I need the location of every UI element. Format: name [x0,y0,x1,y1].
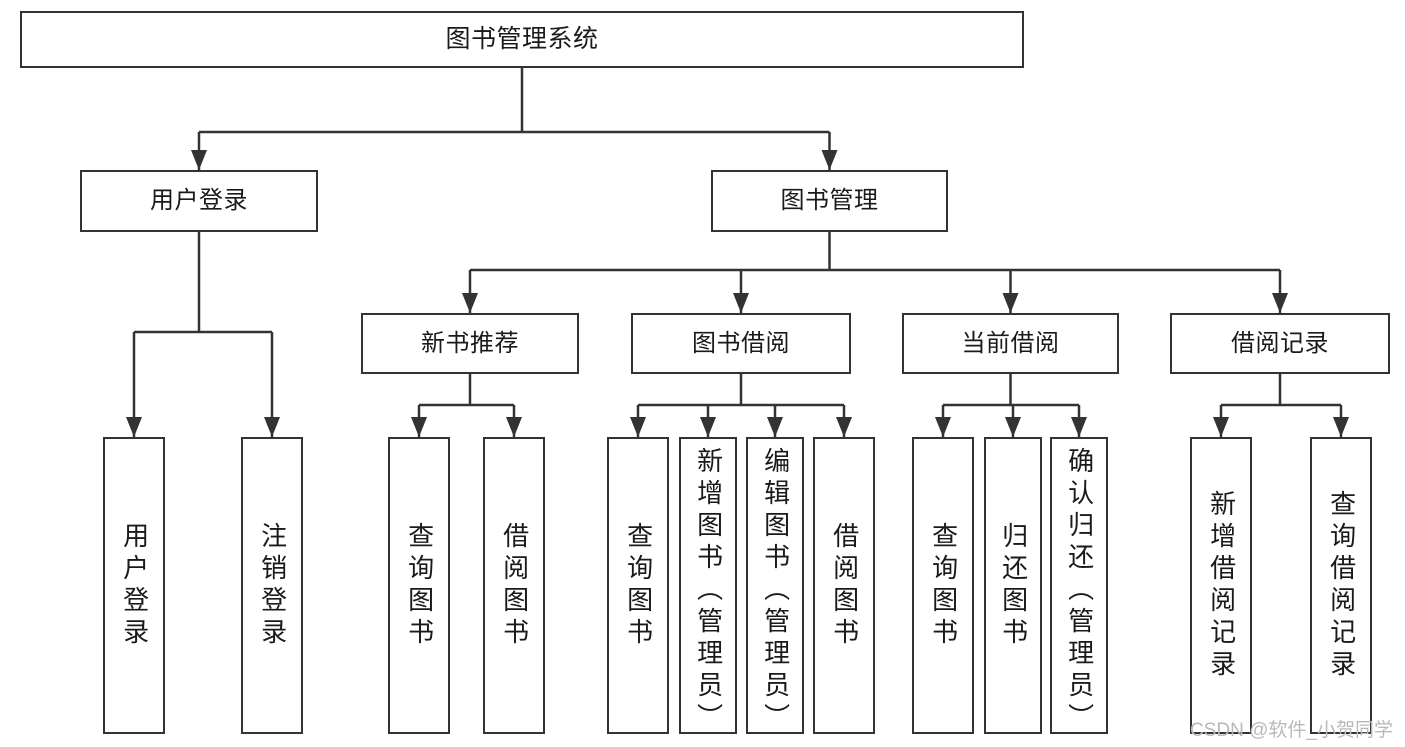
node-label: 图书管理 [780,187,879,215]
arrow-head-icon [1213,417,1229,437]
node-label: 当前借阅 [961,329,1060,357]
node-leaf_conf[interactable]: 确认归还（管理员） [1050,437,1108,735]
node-label: 借阅图书 [829,521,860,650]
node-cur_borrow[interactable]: 当前借阅 [902,313,1119,374]
arrow-head-icon [630,417,646,437]
node-leaf_q1[interactable]: 查询图书 [388,437,450,734]
node-leaf_login[interactable]: 用户登录 [103,437,165,734]
node-label: 图书管理系统 [445,25,599,54]
node-label: 借阅图书 [499,521,530,650]
arrow-head-icon [1002,293,1019,313]
arrow-head-icon [700,417,716,437]
node-book_mgmt[interactable]: 图书管理 [711,170,948,232]
node-label: 归还图书 [998,521,1029,650]
node-label: 查询图书 [404,521,435,650]
arrow-head-icon [1272,293,1288,313]
node-label: 新增借阅记录 [1206,489,1237,682]
node-leaf_q3[interactable]: 查询图书 [912,437,974,734]
arrow-head-icon [1071,417,1087,437]
node-label: 新书推荐 [421,329,519,357]
arrow-head-icon [126,417,142,437]
node-leaf_b1[interactable]: 借阅图书 [483,437,545,734]
node-leaf_qlog[interactable]: 查询借阅记录 [1310,437,1372,734]
node-label: 查询图书 [928,521,959,650]
arrow-head-icon [462,293,478,313]
node-leaf_newlog[interactable]: 新增借阅记录 [1190,437,1252,734]
node-label: 新增图书（管理员） [693,447,724,735]
arrow-head-icon [821,150,838,170]
node-leaf_ret[interactable]: 归还图书 [984,437,1042,734]
node-leaf_edit[interactable]: 编辑图书（管理员） [746,437,804,735]
node-leaf_logout[interactable]: 注销登录 [241,437,303,734]
node-leaf_add[interactable]: 新增图书（管理员） [679,437,737,735]
node-label: 注销登录 [257,521,288,650]
node-new_rec[interactable]: 新书推荐 [361,313,579,374]
node-label: 查询图书 [623,521,654,650]
node-book_borrow[interactable]: 图书借阅 [631,313,851,374]
node-leaf_q2[interactable]: 查询图书 [607,437,669,734]
arrow-head-icon [264,417,280,437]
node-label: 用户登录 [119,521,150,650]
arrow-head-icon [506,417,522,437]
arrow-head-icon [935,417,951,437]
node-borrow_log[interactable]: 借阅记录 [1170,313,1390,374]
node-label: 编辑图书（管理员） [760,447,791,735]
node-label: 借阅记录 [1231,329,1329,357]
arrow-head-icon [836,417,852,437]
arrow-head-icon [1005,417,1021,437]
arrow-head-icon [191,150,207,170]
node-label: 确认归还（管理员） [1064,447,1095,735]
arrow-head-icon [411,417,427,437]
node-user_login[interactable]: 用户登录 [80,170,318,232]
arrow-head-icon [767,417,783,437]
arrow-head-icon [1333,417,1349,437]
node-label: 用户登录 [150,187,248,215]
node-label: 图书借阅 [692,329,790,357]
watermark-text: CSDN @软件_小贺同学 [1190,720,1393,741]
arrow-head-icon [733,293,749,313]
node-leaf_b2[interactable]: 借阅图书 [813,437,875,734]
node-label: 查询借阅记录 [1326,489,1357,682]
node-root[interactable]: 图书管理系统 [20,11,1024,68]
